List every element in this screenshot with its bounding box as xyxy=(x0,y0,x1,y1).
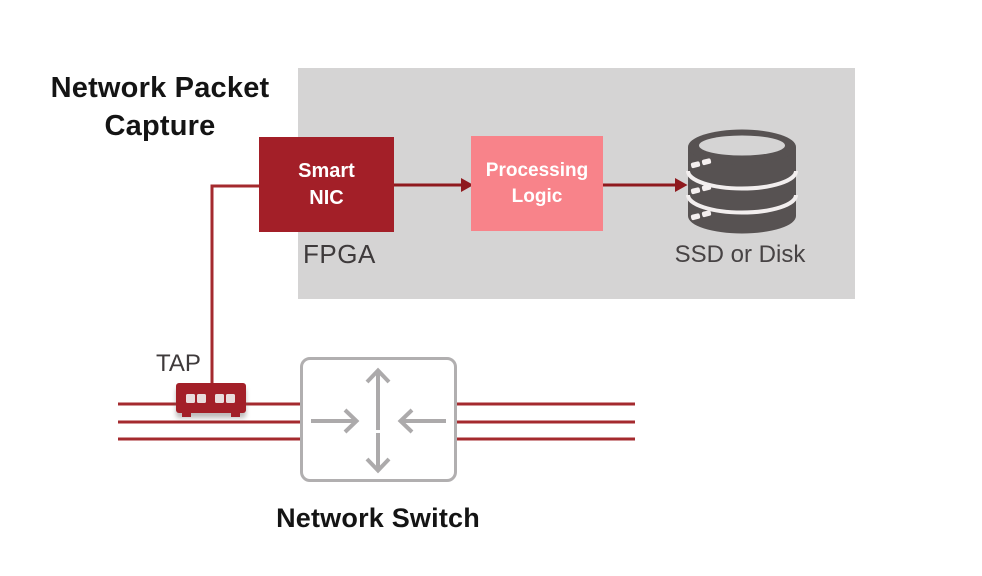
nic-to-processing-arrow xyxy=(394,178,474,192)
tap-port-3 xyxy=(215,394,224,403)
database-led-dots xyxy=(690,158,712,221)
processing-logic-node: Processing Logic xyxy=(471,136,603,231)
database-icon xyxy=(686,129,798,234)
network-switch-label: Network Switch xyxy=(276,503,480,533)
tap-foot-left xyxy=(182,412,191,417)
tap-label: TAP xyxy=(156,350,201,377)
network-switch-node xyxy=(300,357,457,482)
storage-label: SSD or Disk xyxy=(674,241,806,268)
switch-arrows-icon xyxy=(311,367,446,474)
tap-to-nic-connector xyxy=(210,184,259,383)
processing-to-storage-arrow xyxy=(603,178,688,192)
tap-port-4 xyxy=(226,394,235,403)
diagram-title: Network Packet Capture xyxy=(50,72,270,142)
switch-arrow-down xyxy=(365,433,391,474)
smart-nic-label-line2: NIC xyxy=(309,186,344,209)
tap-port-1 xyxy=(186,394,195,403)
processing-logic-label-line2: Logic xyxy=(511,185,563,207)
fpga-label: FPGA xyxy=(303,239,376,269)
tap-device-icon xyxy=(176,383,246,417)
tap-foot-right xyxy=(231,412,240,417)
switch-arrow-left xyxy=(397,408,446,434)
network-lines-right xyxy=(457,402,635,441)
processing-logic-label-line1: Processing xyxy=(485,159,589,181)
smart-nic-node: Smart NIC xyxy=(259,137,394,232)
smart-nic-label-line1: Smart xyxy=(298,159,355,182)
switch-arrow-right xyxy=(311,408,360,434)
tap-port-2 xyxy=(197,394,206,403)
switch-arrow-up xyxy=(365,367,391,430)
